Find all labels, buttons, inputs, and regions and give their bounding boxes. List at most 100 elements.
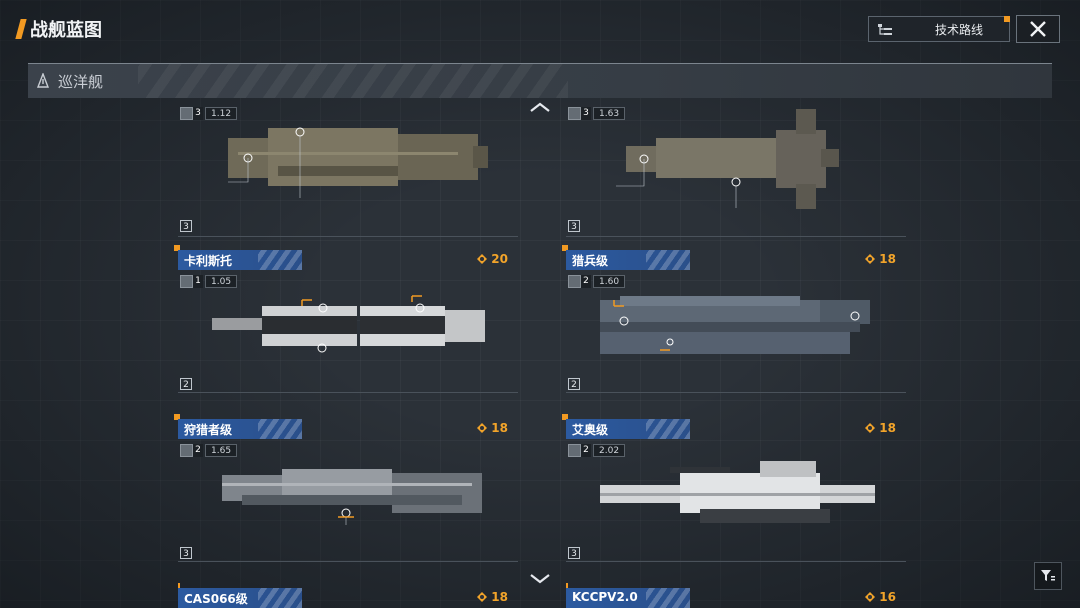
ship-cost-value: 20 <box>491 252 508 266</box>
ship-card[interactable]: 狩猎者级 18 2 1.65 3 <box>174 411 518 573</box>
tech-route-button[interactable]: 技术路线 <box>868 16 1010 42</box>
ship-cost: 18 <box>476 590 508 604</box>
close-button[interactable] <box>1016 15 1060 43</box>
ship-blueprint-image <box>600 461 875 523</box>
cost-icon <box>865 592 876 602</box>
card-corner-marker <box>562 414 568 420</box>
category-label: 巡洋舰 <box>58 73 104 91</box>
card-corner-marker <box>566 583 568 589</box>
ship-title-bar <box>566 250 690 270</box>
card-baseline <box>566 236 906 237</box>
ship-class-icon <box>568 106 581 120</box>
ship-level: 3 <box>193 106 203 120</box>
ship-cost: 16 <box>864 590 896 604</box>
cost-icon <box>865 254 876 264</box>
ship-name: 猎兵级 <box>572 254 609 268</box>
cost-icon <box>477 592 488 602</box>
card-corner-marker <box>174 245 180 251</box>
ship-name: CAS066级 <box>184 592 248 606</box>
ship-stat-value: 2.02 <box>593 443 626 457</box>
ship-cost-value: 18 <box>879 252 896 266</box>
tech-route-label: 技术路线 <box>934 22 983 37</box>
ship-stat-row: 2 2.02 <box>568 443 626 457</box>
ship-stat-row: 1 1.05 <box>180 274 238 288</box>
ship-name: KCCPV2.0 <box>572 590 638 604</box>
ship-card[interactable]: KCCPV2.0 16 <box>566 580 906 608</box>
ship-tier-badge: 2 <box>180 378 192 390</box>
ship-cost: 18 <box>864 421 896 435</box>
ship-tier-badge: 3 <box>180 547 192 559</box>
ship-title-bar <box>178 419 302 439</box>
ship-title-bar <box>566 419 690 439</box>
ship-title-bar <box>178 588 302 608</box>
ship-class-icon <box>568 443 581 457</box>
filter-button[interactable] <box>1034 562 1062 590</box>
ship-cost: 18 <box>476 421 508 435</box>
ship-cost-value: 18 <box>879 421 896 435</box>
ship-level: 2 <box>581 274 591 288</box>
ship-tier-badge: 2 <box>568 378 580 390</box>
ship-cost-value: 16 <box>879 590 896 604</box>
ship-cost: 18 <box>864 252 896 266</box>
ship-class-icon <box>180 274 193 288</box>
cruiser-icon <box>36 73 50 88</box>
ship-stat-row: 2 1.65 <box>180 443 238 457</box>
cost-icon <box>865 423 876 433</box>
ship-title-bar <box>178 250 302 270</box>
ship-level: 2 <box>581 443 591 457</box>
ship-blueprint-image <box>616 109 839 209</box>
card-baseline <box>566 561 906 562</box>
ship-blueprint-image <box>222 469 482 525</box>
tech-tree-icon <box>878 24 892 35</box>
ship-blueprint-image <box>600 296 870 354</box>
ship-name: 卡利斯托 <box>184 254 233 268</box>
ship-card[interactable]: 3 1.12 3 <box>178 88 518 250</box>
ship-stat-row: 3 1.63 <box>568 106 626 120</box>
ship-tier-badge: 3 <box>568 220 580 232</box>
filter-icon <box>1041 570 1055 581</box>
ship-class-icon <box>568 274 581 288</box>
card-corner-marker <box>178 583 180 589</box>
notification-dot <box>1004 16 1010 22</box>
ship-level: 2 <box>193 443 203 457</box>
ship-card[interactable]: 卡利斯托 20 1 1.05 2 <box>174 242 518 404</box>
close-icon <box>1030 21 1046 37</box>
scroll-up-icon[interactable] <box>528 100 552 114</box>
page-title: 战舰蓝图 <box>15 16 102 42</box>
ship-card[interactable]: 3 1.63 3 <box>566 88 906 250</box>
ship-cost-value: 18 <box>491 590 508 604</box>
ship-stat-row: 3 1.12 <box>180 106 238 120</box>
card-corner-marker <box>562 245 568 251</box>
card-baseline <box>178 236 518 237</box>
ship-stat-value: 1.05 <box>205 274 238 288</box>
page-title-text: 战舰蓝图 <box>30 20 102 41</box>
cost-icon <box>477 254 488 264</box>
card-baseline <box>178 392 518 393</box>
ship-stat-value: 1.60 <box>593 274 626 288</box>
ship-name: 艾奥级 <box>572 423 609 437</box>
ship-stat-value: 1.12 <box>205 106 238 120</box>
title-accent <box>15 19 27 39</box>
ship-blueprint-image <box>228 127 488 198</box>
ship-cost-value: 18 <box>491 421 508 435</box>
ship-class-icon <box>180 106 193 120</box>
ship-level: 1 <box>193 274 203 288</box>
ship-stat-value: 1.65 <box>205 443 238 457</box>
category-stripes <box>138 64 568 98</box>
ship-blueprint-image <box>212 295 485 353</box>
cost-icon <box>477 423 488 433</box>
ship-stat-row: 2 1.60 <box>568 274 626 288</box>
ship-card[interactable]: CAS066级 18 <box>178 580 518 608</box>
ship-card[interactable]: 猎兵级 18 2 1.60 2 <box>562 242 906 404</box>
category-bar[interactable]: 巡洋舰 <box>28 63 1052 98</box>
ship-title-bar <box>566 588 690 608</box>
card-corner-marker <box>174 414 180 420</box>
ship-cost: 20 <box>476 252 508 266</box>
card-baseline <box>566 392 906 393</box>
ship-card[interactable]: 艾奥级 18 2 2.02 3 <box>562 411 906 573</box>
scroll-down-icon[interactable] <box>528 572 552 586</box>
ship-level: 3 <box>581 106 591 120</box>
ship-stat-value: 1.63 <box>593 106 626 120</box>
card-baseline <box>178 561 518 562</box>
